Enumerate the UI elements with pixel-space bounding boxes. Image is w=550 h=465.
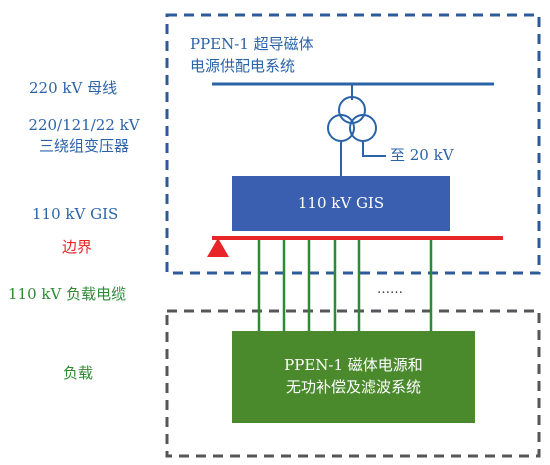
label-boundary: 边界 — [62, 238, 93, 256]
gis-box — [232, 176, 450, 231]
load-system-label-line2: 无功补偿及滤波系统 — [285, 378, 421, 396]
load-system-label-line1: PPEN-1 磁体电源和 — [284, 356, 423, 374]
to-20kv-branch-line — [362, 141, 386, 157]
label-load: 负载 — [63, 364, 94, 382]
supply-system-border — [165, 13, 541, 275]
three-winding-transformer-icon — [327, 96, 377, 142]
label-transformer-type: 三绕组变压器 — [38, 137, 129, 155]
boundary-marker-icon — [207, 238, 229, 257]
supply-system-title-line1: PPEN-1 超导磁体 — [190, 35, 314, 53]
supply-system-title-line2: 电源供配电系统 — [190, 57, 296, 75]
label-transformer-rating: 220/121/22 kV — [28, 116, 140, 134]
gis-box-label: 110 kV GIS — [297, 194, 385, 212]
label-gis: 110 kV GIS — [32, 205, 119, 223]
load-system-border — [165, 309, 541, 458]
cable-ellipsis: …… — [377, 282, 403, 297]
label-to-20kv: 至 20 kV — [390, 146, 454, 164]
load-system-box — [232, 331, 475, 423]
label-load-cable: 110 kV 负载电缆 — [8, 285, 127, 303]
label-bus-220kv: 220 kV 母线 — [29, 79, 118, 97]
load-cables — [257, 240, 433, 331]
